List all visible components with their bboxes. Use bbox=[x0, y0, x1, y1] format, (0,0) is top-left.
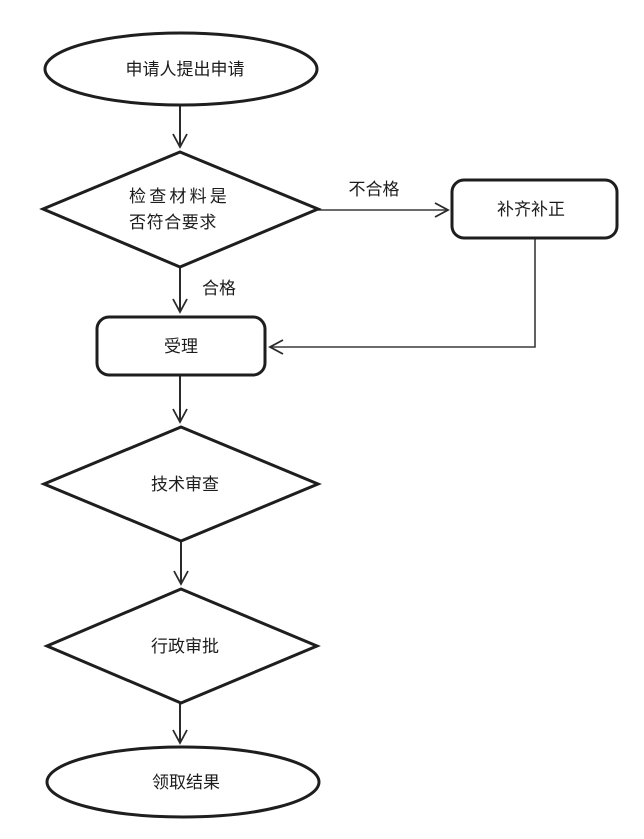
accept-node-box bbox=[95, 315, 267, 377]
check-node-label-line1: 检查材料是 bbox=[129, 187, 230, 207]
start-node-ellipse bbox=[43, 31, 319, 107]
tech-review-node-diamond bbox=[40, 425, 322, 543]
end-node-ellipse bbox=[45, 745, 321, 819]
end-node-label: 领取结果 bbox=[152, 773, 220, 793]
correct-node-box bbox=[450, 178, 619, 240]
edge-label-pass: 合格 bbox=[202, 279, 236, 299]
check-node-diamond bbox=[39, 150, 322, 269]
tech-review-node-label: 技术审查 bbox=[151, 475, 219, 495]
correct-node-label: 补齐补正 bbox=[497, 200, 565, 220]
edge-label-fail: 不合格 bbox=[349, 180, 400, 200]
accept-node-label: 受理 bbox=[164, 337, 198, 357]
admin-approval-node-diamond bbox=[43, 587, 321, 705]
edge-correct-to-accept bbox=[268, 238, 536, 355]
check-node-label-line2: 否符合要求 bbox=[129, 213, 217, 233]
admin-approval-node-label: 行政审批 bbox=[151, 637, 219, 657]
start-node-label: 申请人提出申请 bbox=[126, 60, 245, 80]
